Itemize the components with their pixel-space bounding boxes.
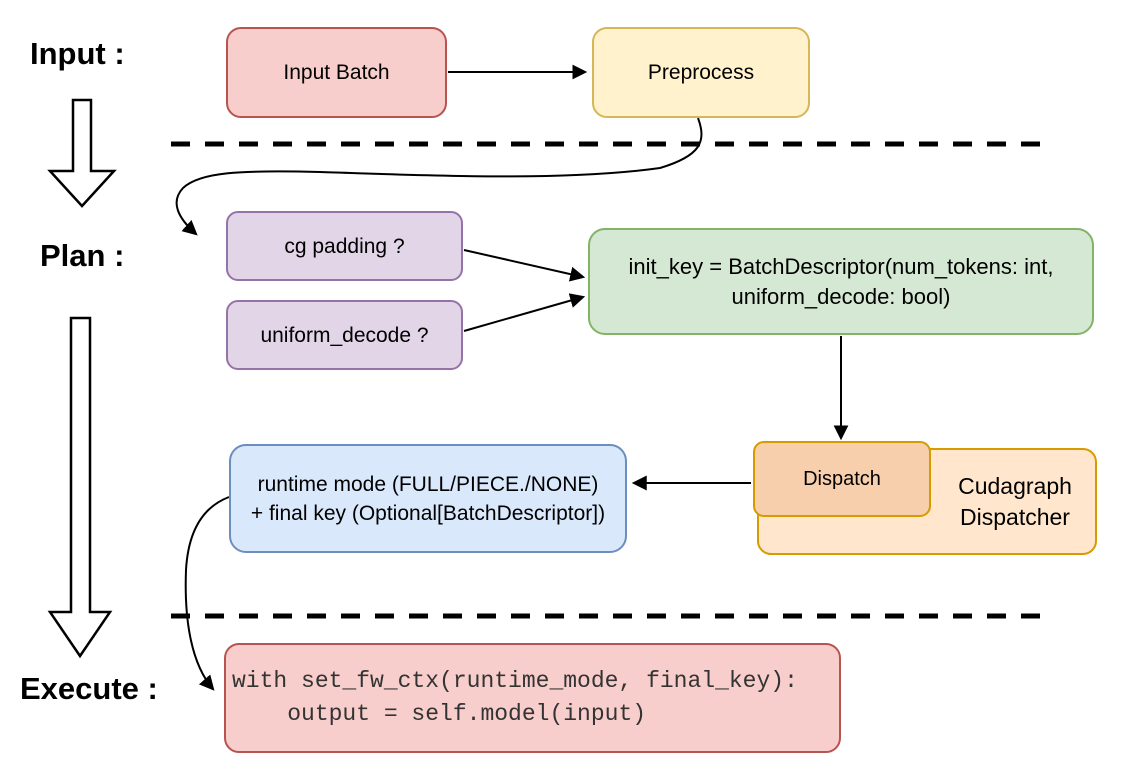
stage-label-execute: Execute : xyxy=(20,671,158,706)
node-runtime-result: runtime mode (FULL/PIECE./NONE) + final … xyxy=(229,444,627,553)
node-init-key-line1: init_key = BatchDescriptor(num_tokens: i… xyxy=(628,253,1054,279)
node-preprocess-label: Preprocess xyxy=(647,61,755,84)
node-cg-padding-label: cg padding ? xyxy=(284,234,405,258)
node-cg-padding: cg padding ? xyxy=(226,211,463,281)
node-uniform-decode-label: uniform_decode ? xyxy=(260,323,429,347)
node-input-batch-label: Input Batch xyxy=(283,61,390,84)
down-arrow-icon xyxy=(47,98,117,208)
node-execute-code: with set_fw_ctx(runtime_mode, final_key)… xyxy=(224,643,841,753)
node-dispatch: Dispatch xyxy=(753,441,931,517)
connector-preprocess-to-cg-padding xyxy=(175,117,703,236)
node-init-key: init_key = BatchDescriptor(num_tokens: i… xyxy=(588,228,1094,335)
stage-label-plan: Plan : xyxy=(40,238,125,273)
node-input-batch: Input Batch xyxy=(226,27,447,118)
node-preprocess: Preprocess xyxy=(592,27,810,118)
down-arrow-icon xyxy=(47,316,113,659)
node-execute-code-line2: output = self.model(input) xyxy=(232,701,647,727)
connector-uniform-decode-to-init-key xyxy=(463,293,586,332)
node-dispatch-label: Dispatch xyxy=(803,467,881,490)
connector-runtime-to-execute-code xyxy=(184,496,230,691)
node-cudagraph-dispatcher-line2: Dispatcher xyxy=(960,503,1070,530)
node-execute-code-line1: with set_fw_ctx(runtime_mode, final_key)… xyxy=(232,668,798,694)
node-uniform-decode: uniform_decode ? xyxy=(226,300,463,370)
node-runtime-result-line1: runtime mode (FULL/PIECE./NONE) xyxy=(257,472,599,496)
stage-label-input: Input : xyxy=(30,36,125,71)
connector-cg-padding-to-init-key xyxy=(463,249,586,282)
node-cudagraph-dispatcher-label: Cudagraph Dispatcher xyxy=(931,450,1099,553)
node-runtime-result-line2: + final key (Optional[BatchDescriptor]) xyxy=(250,501,606,525)
node-cudagraph-dispatcher-line1: Cudagraph xyxy=(958,472,1072,499)
node-init-key-line2: uniform_decode: bool) xyxy=(731,283,951,309)
